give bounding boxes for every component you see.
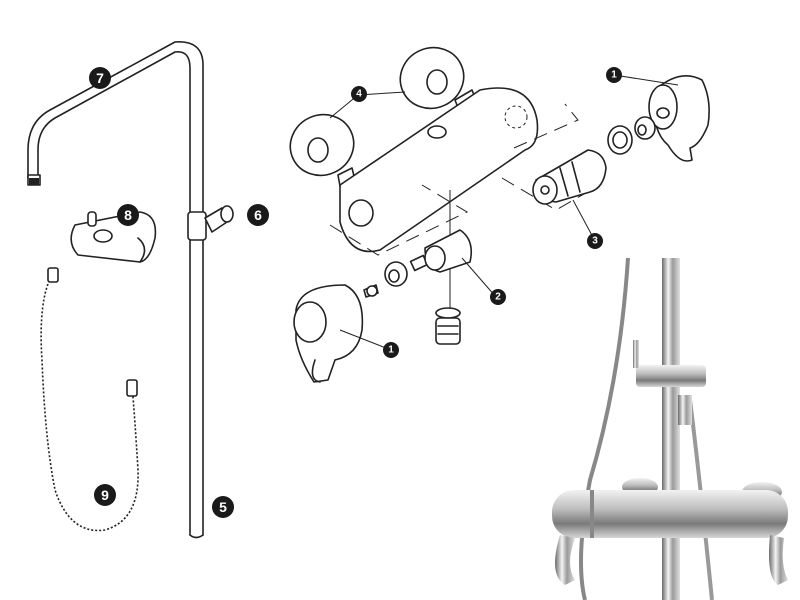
callout-8: 8: [117, 204, 139, 226]
cold-handle-assembly: [293, 229, 473, 383]
svg-text:9: 9: [101, 487, 109, 503]
riser-rail: [27, 41, 204, 539]
svg-text:7: 7: [96, 70, 104, 86]
mixer-body: [289, 46, 599, 320]
svg-text:1: 1: [611, 70, 617, 81]
svg-text:1: 1: [388, 345, 394, 356]
svg-text:2: 2: [495, 292, 501, 303]
callout-1-top: 1: [606, 67, 622, 83]
callout-4: 4: [351, 86, 367, 102]
callout-3: 3: [587, 233, 603, 249]
callout-7: 7: [89, 67, 111, 89]
product-photo: [552, 257, 788, 600]
thermostatic-handle-assembly: [532, 74, 710, 205]
callout-9: 9: [94, 484, 116, 506]
svg-text:8: 8: [124, 207, 132, 223]
svg-text:6: 6: [254, 207, 262, 223]
shower-hose: [40, 267, 140, 532]
svg-text:4: 4: [356, 89, 362, 100]
svg-text:3: 3: [592, 236, 598, 247]
handset-holder: [70, 211, 157, 263]
callout-5: 5: [212, 496, 234, 518]
svg-text:5: 5: [219, 499, 227, 515]
wall-bracket: [187, 205, 234, 241]
callout-6: 6: [247, 204, 269, 226]
callout-1-bottom: 1: [383, 342, 399, 358]
callout-2: 2: [490, 289, 506, 305]
